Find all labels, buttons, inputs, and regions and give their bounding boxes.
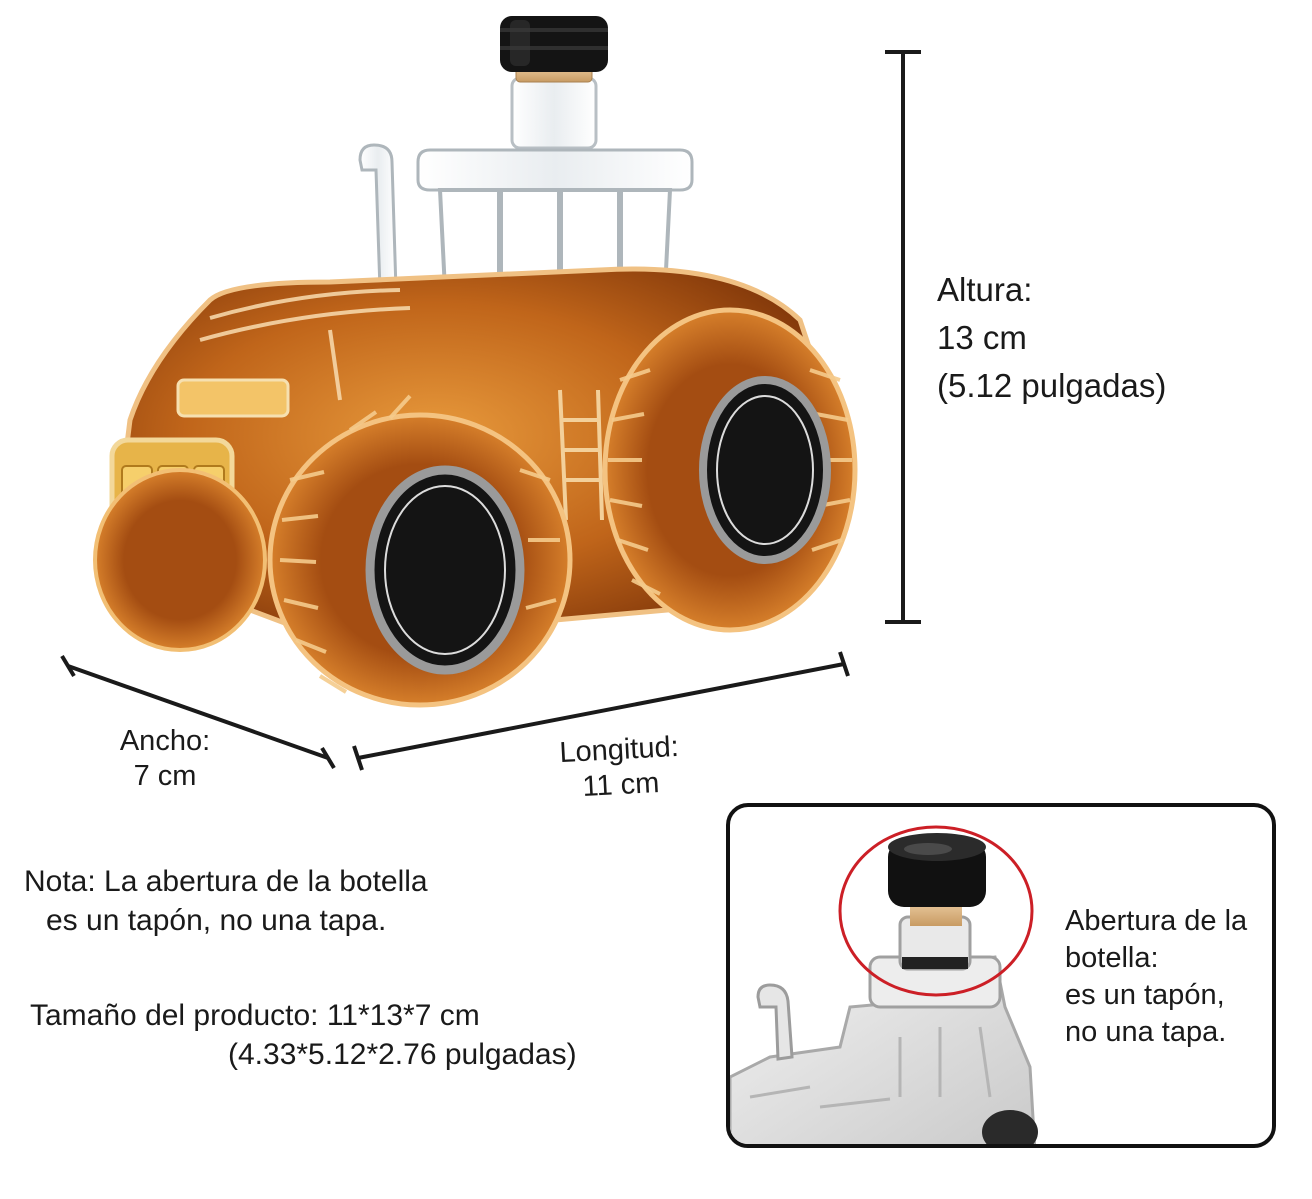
rear-left-wheel: [267, 394, 573, 708]
exhaust-pipe: [358, 143, 398, 292]
inset-line-1: Abertura de la: [1065, 905, 1248, 937]
note-line-1: Nota: La abertura de la botella: [24, 865, 428, 898]
height-label: Altura:: [937, 271, 1033, 308]
width-label: Ancho:: [119, 725, 211, 757]
product-size-text: Tamaño del producto: 11*13*7 cm (4.33*5.…: [30, 996, 577, 1074]
note-text: Nota: La abertura de la botella es un ta…: [24, 862, 428, 940]
height-cm: 13 cm: [937, 318, 1027, 356]
inset-caption: Abertura de la botella: es un tapón, no …: [1065, 903, 1247, 1051]
inset-line-2: botella:: [1065, 942, 1159, 975]
width-annotation: Ancho: 7 cm: [90, 724, 240, 794]
note-line-2: es un tapón, no una tapa.: [46, 904, 387, 937]
height-annotation: Altura: 13 cm (5.12 pulgadas): [937, 266, 1166, 410]
stopper-detail-image: [730, 825, 1038, 1144]
inset-line-3: es un tapón,: [1065, 979, 1225, 1012]
bottle-cap: [500, 16, 608, 72]
cab-roof: [416, 148, 694, 192]
width-cm: 7 cm: [133, 759, 197, 792]
size-line-2: (4.33*5.12*2.76 pulgadas): [228, 1038, 577, 1071]
front-left-wheel: [93, 468, 267, 652]
inset-bottle-neck: [898, 902, 972, 971]
ladder: [558, 389, 604, 521]
size-line-1: Tamaño del producto: 11*13*7 cm: [30, 999, 480, 1032]
hood-lines: [199, 288, 411, 401]
height-dimension-line: [885, 50, 921, 624]
inset-stopper-cap: [888, 833, 986, 907]
height-inches: (5.12 pulgadas): [937, 366, 1167, 404]
bottle-neck: [510, 65, 598, 150]
clear-decanter: [730, 955, 1038, 1144]
width-dimension-line: [60, 654, 336, 770]
inset-line-4: no una tapa.: [1065, 1016, 1227, 1049]
length-dimension-line: [352, 651, 850, 771]
rear-right-wheel: [602, 307, 858, 633]
highlight-circle: [838, 825, 1034, 997]
stopper-detail-inset: Abertura de la botella: es un tapón, no …: [726, 803, 1276, 1148]
length-annotation: Longitud: 11 cm: [533, 729, 706, 807]
